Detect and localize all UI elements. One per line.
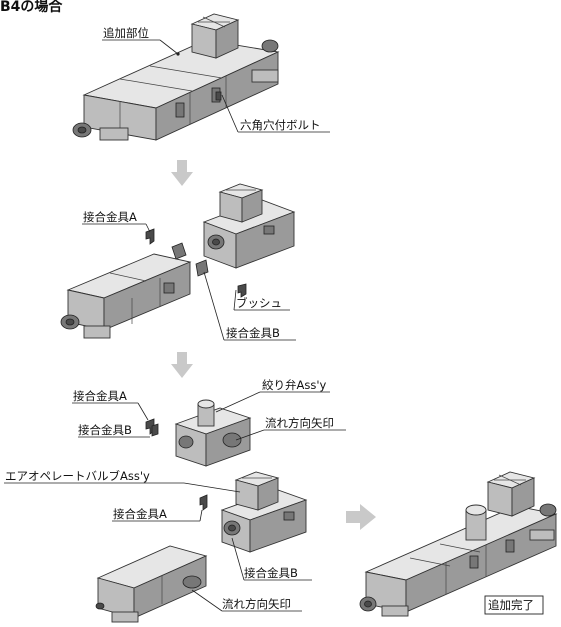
step2-assembly	[60, 183, 296, 341]
step1-assembly	[72, 13, 330, 141]
header-title: B4の場合	[0, 0, 63, 15]
down-arrow-icon	[171, 352, 193, 378]
final-assembly	[359, 471, 558, 617]
label-flow-arrow-1: 流れ方向矢印	[265, 416, 334, 430]
step3-assembly	[4, 391, 346, 623]
label-joint-a-1: 接合金具A	[83, 210, 137, 224]
label-joint-b-3: 接合金具B	[244, 566, 298, 580]
label-throttle-valve: 絞り弁Ass'y	[262, 378, 327, 392]
label-added-part: 追加部位	[103, 26, 149, 40]
label-complete: 追加完了	[488, 598, 534, 612]
label-hex-bolt: 六角穴付ボルト	[240, 118, 321, 132]
label-air-operate-valve: エアオペレートバルブAss'y	[5, 469, 150, 483]
label-flow-arrow-2: 流れ方向矢印	[222, 597, 291, 611]
down-arrow-icon	[171, 160, 193, 186]
right-arrow-icon	[346, 504, 376, 530]
label-joint-b-2: 接合金具B	[78, 423, 132, 437]
label-joint-b-1: 接合金具B	[226, 326, 280, 340]
label-joint-a-3: 接合金具A	[113, 507, 167, 521]
label-joint-a-2: 接合金具A	[73, 389, 127, 403]
label-bush: ブッシュ	[236, 296, 282, 310]
